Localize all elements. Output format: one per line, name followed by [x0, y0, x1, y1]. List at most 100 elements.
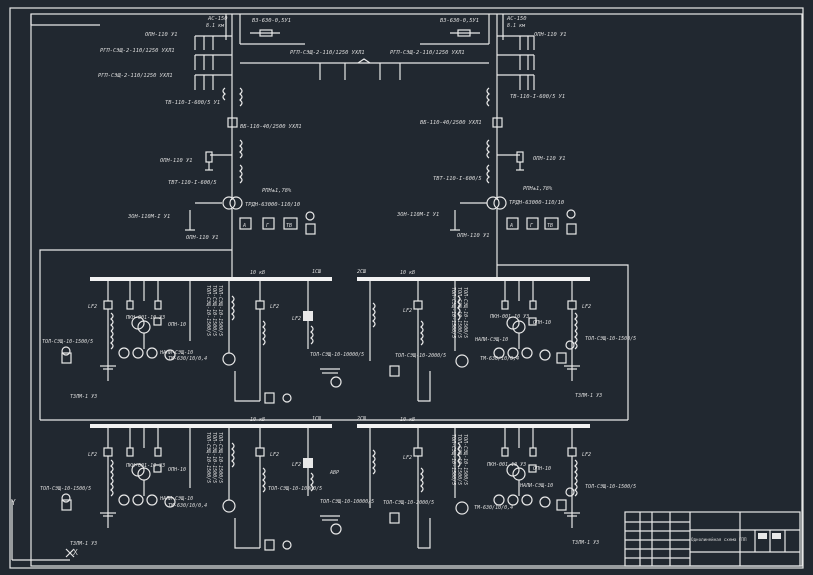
- vlabel-11: ТОЛ-СЭЩ-10-1500/5: [456, 434, 462, 485]
- label-tm630-ll: ТМ-630/10/0,4: [168, 503, 207, 509]
- label-vb-left: ВБ-110-40/2500 УХЛ1: [240, 124, 302, 130]
- ucs-y-label: Y: [11, 498, 16, 507]
- vlabel-5: ТОЛ-СЭЩ-10-1500/5: [456, 287, 462, 338]
- label-avr: АВР: [329, 470, 339, 476]
- inner-frame: [30, 13, 803, 567]
- label-opn110-top-right: ОПН-110 У1: [534, 32, 566, 38]
- label-tzlm-ul: ТЗЛМ-1 УЗ: [70, 394, 97, 400]
- feeder-bays-lower: [61, 428, 580, 551]
- label-tzlm-ll: ТЗЛМ-1 УЗ: [70, 541, 97, 547]
- vlabel-1: ТОЛ-СЭЩ-10-1500/5: [205, 285, 211, 336]
- label-lf2-ur1: LF2: [403, 308, 412, 314]
- label-lf2-lr1: LF2: [403, 455, 412, 461]
- label-lf2-ll3: LF2: [292, 462, 301, 468]
- label-lf2-lr2: LF2: [582, 452, 591, 458]
- ucs-x-label: X: [73, 548, 78, 557]
- label-opn110-mid-left: ОПН-110 У1: [160, 158, 192, 164]
- label-tzlm-ur: ТЗЛМ-1 УЗ: [575, 393, 602, 399]
- label-tvt-right: ТВТ-110-I-600/5: [433, 176, 482, 182]
- label-nali-ur: НАЛИ-СЭЩ-10: [474, 337, 508, 343]
- label-2csh-upper: 2СШ: [357, 269, 367, 275]
- label-1csh-upper: 1СШ: [312, 269, 322, 275]
- label-tol1500-ur: ТОЛ-СЭЩ-10-1500/5: [585, 336, 636, 342]
- label-relay-g-right: Г: [530, 223, 534, 229]
- label-opn10-ul: ОПН-10: [168, 322, 186, 328]
- label-tm630-ul: ТМ-630/10/0,4: [168, 356, 207, 362]
- label-tv-left: ТВ-110-I-600/5 У1: [165, 100, 220, 106]
- label-relay-g-left: Г: [266, 223, 270, 229]
- label-ac150-right-length: 8.1 км: [507, 23, 526, 29]
- label-nali-ll: НАЛИ-СЭЩ-10: [159, 496, 193, 502]
- label-ac150-right: AC-150: [506, 16, 526, 22]
- label-tol1500-lr: ТОЛ-СЭЩ-10-1500/5: [585, 484, 636, 490]
- label-pkn-ll: ПКН-001-10 УЗ: [125, 463, 165, 469]
- label-nali-lr: НАЛИ-СЭЩ-10: [519, 483, 553, 489]
- label-relay-a-left: A: [242, 223, 246, 229]
- label-lf2-ll2: LF2: [270, 452, 279, 458]
- label-10kv-3: 10 кВ: [250, 417, 265, 423]
- label-relay-a-right: A: [509, 223, 513, 229]
- vlabel-8: ТОЛ-СЭЩ-10-1500/5: [211, 432, 217, 483]
- label-tol2000-l: ТОЛ-СЭЩ-10-2000/5: [383, 500, 434, 506]
- label-ac150-left: AC-150: [207, 16, 227, 22]
- vlabel-9: ТОЛ-СЭЩ-10-1500/5: [217, 432, 223, 483]
- title-block-text: Однолинейная схема ГПП: [691, 537, 747, 542]
- label-opn110-mid-right: ОПН-110 У1: [533, 156, 565, 162]
- vlabel-12: ТОЛ-СЭЩ-10-1500/5: [462, 434, 468, 485]
- label-lf2-ur2: LF2: [582, 304, 591, 310]
- label-lf2-ul1: LF2: [88, 304, 97, 310]
- label-opn110-bottom-left: ОПН-110 У1: [186, 235, 218, 241]
- title-block: [624, 511, 801, 567]
- drawing-frame: [9, 7, 804, 569]
- vlabel-2: ТОЛ-СЭЩ-10-1500/5: [211, 285, 217, 336]
- label-tol10000-l1: ТОЛ-СЭЩ-10-10000/5: [268, 486, 322, 492]
- label-10kv-2: 10 кВ: [400, 270, 415, 276]
- label-lf2-ul2: LF2: [270, 304, 279, 310]
- label-vz-right: ВЗ-630-0,5У1: [440, 18, 479, 24]
- vertical-labels: ТОЛ-СЭЩ-10-1500/5 ТОЛ-СЭЩ-10-1500/5 ТОЛ-…: [205, 285, 468, 485]
- incoming-line-right: [420, 14, 535, 280]
- label-tol1500-ll: ТОЛ-СЭЩ-10-1500/5: [40, 486, 91, 492]
- label-lf2-ul3: LF2: [292, 316, 301, 322]
- label-rgp-center-1: РГП-СЭЩ-2-110/1250 УХЛ1: [290, 50, 365, 56]
- bus-frame: [39, 249, 629, 421]
- feeder-bays-upper: [61, 281, 580, 404]
- label-rgp-left-2: РГП-СЭЩ-2-110/1250 УХЛ1: [98, 73, 173, 79]
- label-trdn-left: ТРДН-63000-110/10: [245, 202, 300, 208]
- label-rgp-center-2: РГП-СЭЩ-2-110/1250 УХЛ1: [390, 50, 465, 56]
- label-tm630-ur: ТМ-630/10/0,4: [480, 356, 519, 362]
- label-pkn-ul: ПКН-001-10 УЗ: [125, 315, 165, 321]
- label-opn10-ur: ОПН-10: [533, 320, 551, 326]
- label-opn110-top-left: ОПН-110 У1: [145, 32, 177, 38]
- vlabel-3: ТОЛ-СЭЩ-10-1500/5: [217, 285, 223, 336]
- label-relay-tv-right: ТВ: [547, 223, 553, 229]
- label-tv-right: ТВ-110-I-600/5 У1: [510, 94, 565, 100]
- relay-boxes-right: [506, 209, 577, 235]
- incoming-line-left: [185, 14, 305, 280]
- bridge-110kv: [240, 58, 489, 80]
- label-tol10000-l2: ТОЛ-СЭЩ-10-10000/5: [320, 499, 374, 505]
- label-relay-tv-left: ТВ: [286, 223, 292, 229]
- label-tzlm-lr: ТЗЛМ-1 УЗ: [572, 540, 599, 546]
- label-rpn-right: РПН±1,78%: [523, 186, 553, 192]
- label-2csh-lower: 2СШ: [357, 416, 367, 422]
- label-pkn-ur: ПКН-001-10 УЗ: [489, 314, 529, 320]
- label-tol10000-u: ТОЛ-СЭЩ-10-10000/5: [310, 352, 364, 358]
- labels: AC-150 8.1 км AC-150 8.1 км ВЗ-630-0,5У1…: [11, 16, 747, 557]
- label-opn10-ll: ОПН-10: [168, 467, 186, 473]
- label-nali-ul: НАЛИ-СЭЩ-10: [159, 350, 193, 356]
- label-zon-right: ЗОН-110М-I У1: [396, 212, 439, 218]
- label-10kv-1: 10 кВ: [250, 270, 265, 276]
- label-rpn-left: РПН±1,78%: [262, 188, 292, 194]
- ucs-icon: [11, 500, 75, 561]
- label-vz-left: ВЗ-630-0,5У1: [252, 18, 291, 24]
- label-tol2000-u: ТОЛ-СЭЩ-10-2000/5: [395, 353, 446, 359]
- label-opn10-lr: ОПН-10: [533, 466, 551, 472]
- vlabel-4: ТОЛ-СЭЩ-10-1500/5: [450, 287, 456, 338]
- label-lf2-ll1: LF2: [88, 452, 97, 458]
- label-opn110-bottom-right: ОПН-110 У1: [457, 233, 489, 239]
- label-ac150-left-length: 8.1 км: [206, 23, 225, 29]
- relay-boxes-left: [239, 211, 316, 235]
